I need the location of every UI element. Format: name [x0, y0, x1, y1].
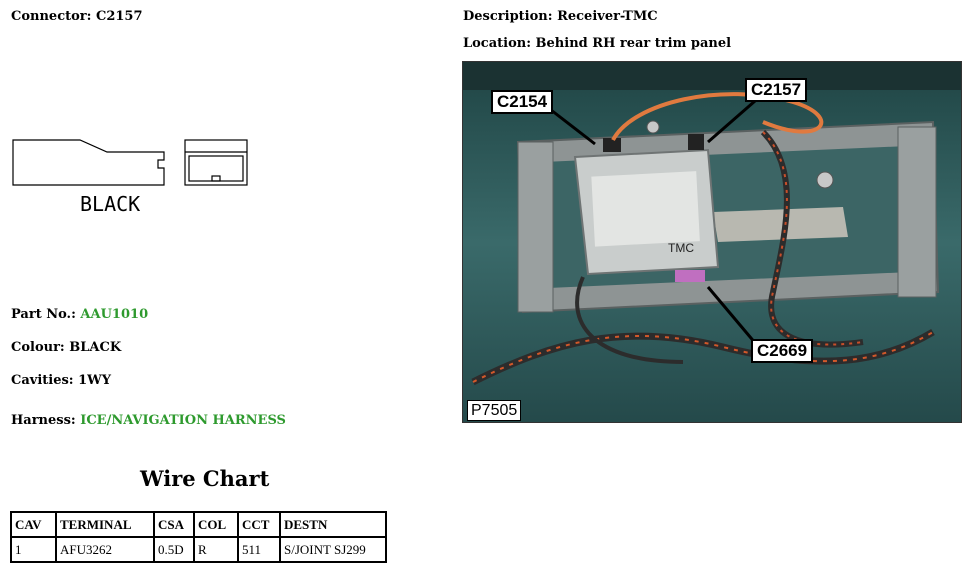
connector-drawing	[12, 139, 248, 186]
wire-chart-table: CAV TERMINAL CSA COL CCT DESTN 1 AFU3262…	[10, 511, 387, 563]
cell-cct: 511	[237, 536, 281, 563]
connector-face-outline	[184, 139, 248, 186]
location-line: Location: Behind RH rear trim panel	[463, 36, 731, 51]
cavities-label: Cavities:	[11, 373, 74, 388]
part-no-value[interactable]: AAU1010	[80, 307, 149, 322]
connector-side-profile	[12, 139, 165, 186]
cell-csa: 0.5D	[153, 536, 195, 563]
module-label: TMC	[668, 241, 694, 255]
callout-c2154: C2154	[491, 90, 554, 114]
colour-line: Colour: BLACK	[11, 340, 121, 355]
description-line: Description: Receiver-TMC	[463, 9, 658, 24]
description-value: Receiver-TMC	[557, 9, 658, 24]
cell-destn: S/JOINT SJ299	[279, 536, 387, 563]
connector-value: C2157	[95, 9, 143, 24]
table-row: 1 AFU3262 0.5D R 511 S/JOINT SJ299	[10, 536, 387, 563]
colour-value: BLACK	[69, 340, 122, 355]
connector-cavity	[211, 175, 221, 182]
cavities-value: 1WY	[78, 373, 112, 388]
colour-label: Colour:	[11, 340, 65, 355]
connector-label: Connector:	[11, 9, 92, 24]
location-photo: TMC C2154 C2157 C2669 P7505	[462, 61, 962, 423]
photo-id-label: P7505	[467, 400, 522, 421]
callout-c2157: C2157	[745, 78, 808, 102]
cell-terminal: AFU3262	[55, 536, 155, 563]
cell-cav: 1	[10, 536, 57, 563]
location-value: Behind RH rear trim panel	[535, 36, 732, 51]
col-header-csa: CSA	[153, 511, 195, 538]
harness-line: Harness: ICE/NAVIGATION HARNESS	[11, 413, 286, 428]
col-header-cav: CAV	[10, 511, 57, 538]
col-header-cct: CCT	[237, 511, 281, 538]
cell-col: R	[193, 536, 239, 563]
connector-colour-text: BLACK	[80, 192, 141, 216]
harness-value[interactable]: ICE/NAVIGATION HARNESS	[80, 413, 286, 428]
location-label: Location:	[463, 36, 532, 51]
col-header-destn: DESTN	[279, 511, 387, 538]
description-label: Description:	[463, 9, 553, 24]
cavities-line: Cavities: 1WY	[11, 373, 111, 388]
callout-c2669: C2669	[751, 339, 814, 363]
connector-line: Connector: C2157	[11, 9, 143, 24]
part-no-line: Part No.: AAU1010	[11, 307, 148, 322]
connector-face-inner	[188, 155, 244, 182]
wire-chart-title: Wire Chart	[140, 466, 270, 491]
wire-chart-header-row: CAV TERMINAL CSA COL CCT DESTN	[10, 511, 387, 538]
col-header-terminal: TERMINAL	[55, 511, 155, 538]
photo-illustration: TMC	[463, 62, 961, 422]
col-header-col: COL	[193, 511, 239, 538]
harness-label: Harness:	[11, 413, 76, 428]
part-no-label: Part No.:	[11, 307, 76, 322]
